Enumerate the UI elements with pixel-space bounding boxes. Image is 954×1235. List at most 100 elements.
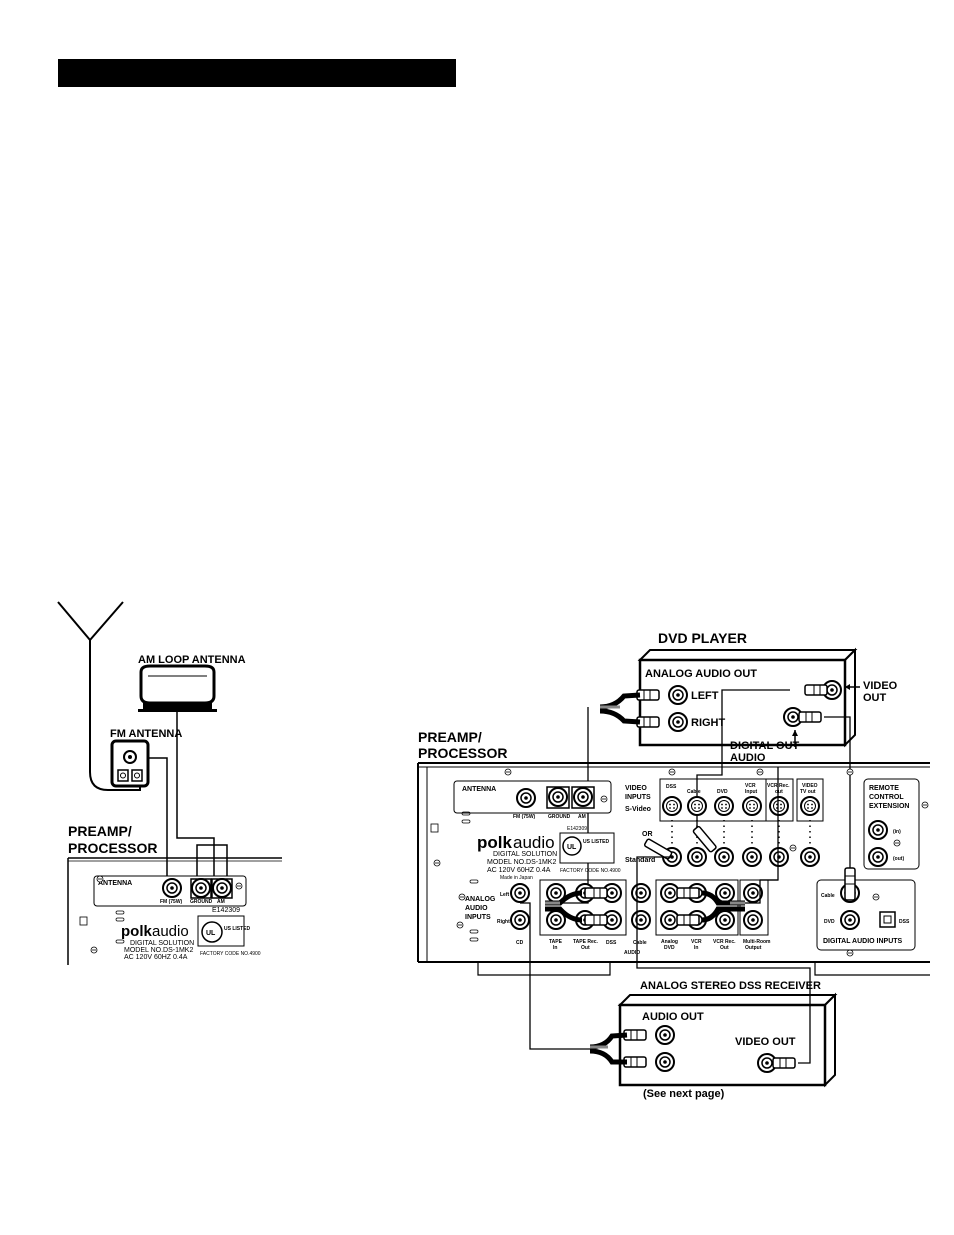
svideo-label: S-Video: [625, 806, 651, 813]
video-inputs-label-2: INPUTS: [625, 794, 651, 801]
dvd-left-label: LEFT: [691, 690, 719, 702]
video-vcr-input-label-1: VCR: [745, 783, 756, 789]
right-brand-polk: polk: [477, 833, 512, 852]
remote-in-label: (in): [893, 829, 901, 835]
svideo-dvd-jack: [714, 796, 734, 816]
dvd-right-jack: [668, 712, 688, 732]
cable-audio-right-jack: [631, 910, 651, 930]
video-dvd-label: DVD: [717, 789, 728, 795]
video-vcr-rec-jack: [769, 847, 789, 867]
left-fm75-label: FM (75W): [160, 899, 183, 905]
vcr-rec-right-jack: [715, 910, 735, 930]
dss-video-out-label: VIDEO OUT: [735, 1036, 796, 1048]
dss-receiver-label: ANALOG STEREO DSS RECEIVER: [640, 980, 821, 992]
audio-cable-label: Cable: [633, 940, 647, 946]
left-us-listed: US LISTED: [224, 926, 251, 932]
am-loop-antenna: [138, 664, 217, 712]
video-tv-jack: [800, 847, 820, 867]
right-us-listed: US LISTED: [583, 839, 610, 845]
tape-rec-label-1: TAPE Rec.: [573, 939, 599, 945]
right-ds-line1: DIGITAL SOLUTION: [493, 851, 557, 858]
dvd-video-out-label-1: VIDEO: [863, 680, 898, 692]
dvd-player-label: DVD PLAYER: [658, 630, 747, 646]
video-dss-label: DSS: [666, 784, 677, 790]
dvd-video-out-label-2: OUT: [863, 692, 887, 704]
remote-label-1: REMOTE: [869, 785, 899, 792]
svideo-vcr-rec-jack: [769, 796, 789, 816]
video-vcr-jack: [742, 847, 762, 867]
left-e-code: E142309: [212, 907, 240, 914]
standard-label: Standard: [625, 857, 655, 864]
video-vcr-rec-label-2: out: [775, 789, 783, 795]
left-ds-line1: DIGITAL SOLUTION: [130, 940, 194, 947]
cable-audio-left-jack: [631, 883, 651, 903]
optical-dss-jack: [879, 911, 896, 928]
cd-left-jack: [510, 883, 530, 903]
tape-in-label-1: TAPE: [549, 939, 563, 945]
vcr-rec-out-label-2: Out: [720, 945, 729, 951]
digital-cable-label: Cable: [821, 893, 835, 899]
or-label: OR: [642, 831, 653, 838]
right-antenna-label: ANTENNA: [462, 786, 496, 793]
vcr-in-label-2: In: [694, 945, 698, 951]
preamp-rear-panel: [417, 762, 930, 976]
analog-inputs-label-3: INPUTS: [465, 914, 491, 921]
multiroom-label-2: Output: [745, 945, 762, 951]
see-next-page-note: (See next page): [643, 1088, 725, 1100]
left-am-label: AM: [217, 899, 225, 905]
dss-hookup-diagram: DVD PLAYER ANALOG AUDIO OUT LEFT RIGHT V…: [417, 618, 930, 1105]
right-factory-code: FACTORY CODE NO.4900: [560, 868, 621, 874]
vcr-in-label-1: VCR: [691, 939, 702, 945]
dss-audio-out-left-jack: [655, 1025, 675, 1045]
audio-label: AUDIO: [624, 950, 640, 956]
fm-antenna-terminal: [110, 739, 150, 788]
left-preamp-title-2: PROCESSOR: [68, 840, 157, 856]
left-ul-logo: UL: [206, 930, 216, 937]
cd-label: CD: [516, 940, 524, 946]
svideo-cable-jack: [687, 796, 707, 816]
multiroom-left-jack: [743, 883, 763, 903]
dvd-digital-out-label-2: AUDIO: [730, 752, 766, 764]
remote-out-jack: [868, 847, 888, 867]
right-ground-terminal: [548, 787, 568, 807]
vcr-rec-out-label-1: VCR Rec.: [713, 939, 736, 945]
dvd-digital-out-label-1: DIGITAL OUT: [730, 740, 800, 752]
svideo-vcr-jack: [742, 796, 762, 816]
dvd-right-label: RIGHT: [691, 717, 726, 729]
remote-label-3: EXTENSION: [869, 803, 909, 810]
right-am-label: AM: [578, 814, 586, 820]
video-cable-label: Cable: [687, 789, 701, 795]
video-cable-jack: [687, 847, 707, 867]
dss-receiver-box: [617, 992, 838, 1088]
remote-out-label: (out): [893, 856, 904, 862]
digital-dss-label: DSS: [899, 919, 910, 925]
left-ground-terminal: [191, 878, 211, 898]
section-title-bar: [58, 59, 456, 87]
left-brand-polk: polk: [121, 923, 152, 940]
video-tv-label-2: TV out: [800, 789, 816, 795]
digital-dvd-jack: [840, 910, 860, 930]
analog-inputs-label-1: ANALOG: [465, 896, 496, 903]
right-ul-logo: UL: [567, 844, 577, 851]
am-loop-antenna-label: AM LOOP ANTENNA: [138, 654, 246, 666]
cd-right-jack: [510, 910, 530, 930]
channel-left-label: Left: [500, 892, 510, 898]
right-ds-line2: MODEL NO.DS-1MK2: [487, 859, 556, 866]
left-am-terminal: [212, 878, 232, 898]
left-preamp-title-1: PREAMP/: [68, 823, 132, 839]
video-inputs-label-1: VIDEO: [625, 785, 647, 792]
multiroom-right-jack: [743, 910, 763, 930]
right-ds-line3: AC 120V 60HZ 0.4A: [487, 867, 551, 874]
right-preamp-title-2: PROCESSOR: [418, 745, 507, 761]
right-fm-jack: [516, 788, 536, 808]
audio-dss-label: DSS: [606, 940, 617, 946]
analog-dvd-label-2: DVD: [664, 945, 675, 951]
right-made-in: Made in Japan: [500, 875, 533, 881]
right-brand-audio: audio: [513, 833, 555, 852]
dss-audio-out-right-jack: [655, 1052, 675, 1072]
vcr-rec-left-jack: [715, 883, 735, 903]
multiroom-label-1: Multi-Room: [743, 939, 771, 945]
left-ds-line2: MODEL NO.DS-1MK2: [124, 947, 193, 954]
right-preamp-title-1: PREAMP/: [418, 729, 482, 745]
tape-in-label-2: In: [553, 945, 557, 951]
